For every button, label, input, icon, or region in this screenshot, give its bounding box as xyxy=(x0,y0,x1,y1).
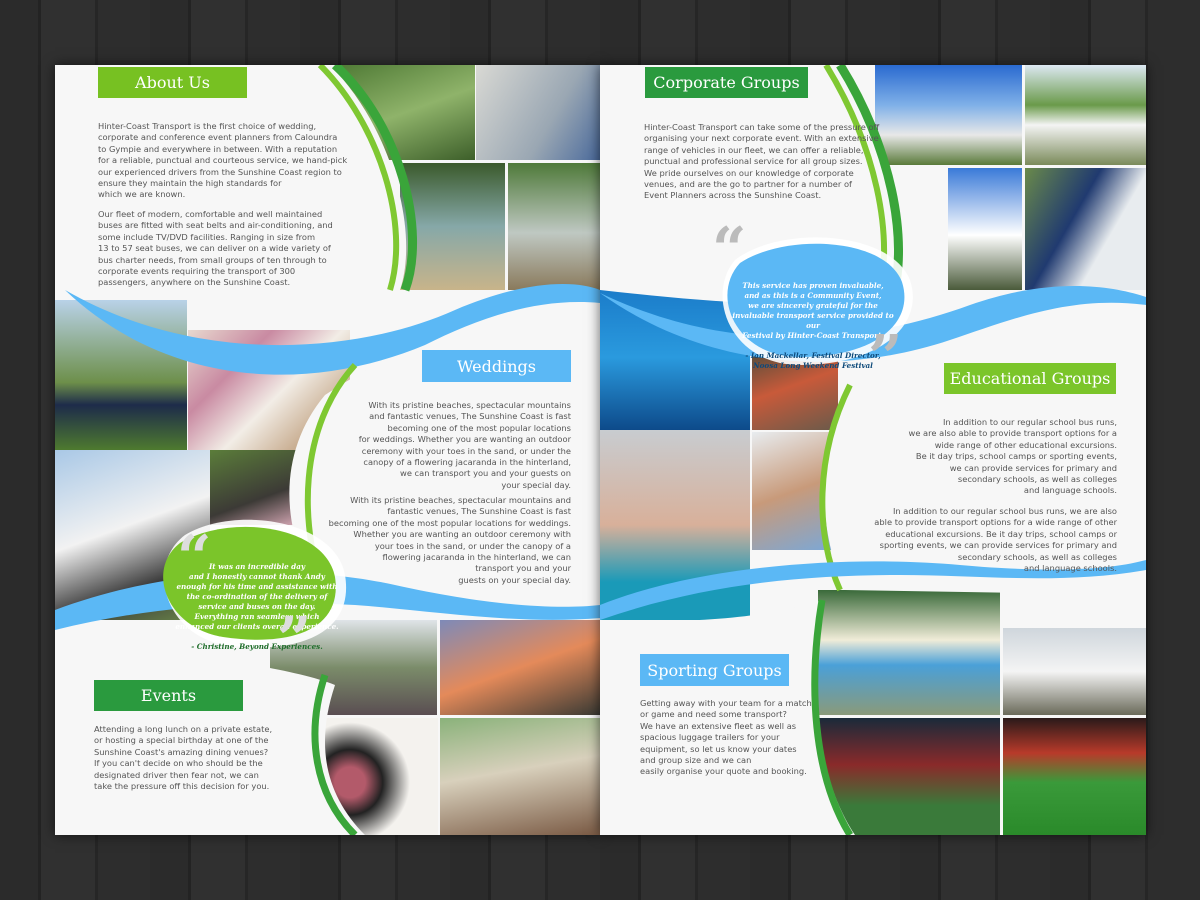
events-paragraph: Attending a long lunch on a private esta… xyxy=(94,724,273,792)
sporting-groups-heading: Sporting Groups xyxy=(640,654,789,686)
educational-groups-paragraph-2: In addition to our regular school bus ru… xyxy=(874,506,1117,574)
quote-attribution: - Ian Mackellar, Festival Director, Noos… xyxy=(745,351,881,370)
photo-golf-carts-group xyxy=(818,590,1000,715)
photo-coach-at-venue xyxy=(1003,628,1146,715)
quote-mark-close-icon: ” xyxy=(277,605,312,675)
right-page: Corporate Groups Hinter-Coast Transport … xyxy=(600,65,1146,835)
sporting-groups-paragraph: Getting away with your team for a match … xyxy=(640,698,812,777)
left-page: About Us Hinter-Coast Transport is the f… xyxy=(55,65,600,835)
corporate-groups-paragraph: Hinter-Coast Transport can take some of … xyxy=(644,122,880,201)
weddings-paragraph-2: With its pristine beaches, spectacular m… xyxy=(328,495,571,585)
photo-outdoor-lunch xyxy=(440,718,600,835)
photo-sunset-venue xyxy=(440,620,600,715)
quote-text: It was an incredible day and I honestly … xyxy=(175,562,339,631)
educational-groups-paragraph-1: In addition to our regular school bus ru… xyxy=(908,417,1117,496)
about-us-paragraph-1: Hinter-Coast Transport is the first choi… xyxy=(98,121,348,200)
corporate-groups-heading: Corporate Groups xyxy=(645,67,808,98)
quote-mark-icon: “ xyxy=(712,215,747,285)
quote-attribution: - Christine, Beyond Experiences. xyxy=(191,642,323,651)
about-us-paragraph-2: Our fleet of modern, comfortable and wel… xyxy=(98,209,333,288)
quote-mark-icon: “ xyxy=(177,523,212,593)
photo-bus-driver xyxy=(476,65,600,160)
left-page-swooshes xyxy=(55,65,600,835)
photo-bus-fleet xyxy=(508,163,600,290)
about-us-heading: About Us xyxy=(98,67,247,98)
testimonial-quote: It was an incredible day and I honestly … xyxy=(167,552,347,652)
educational-groups-heading: Educational Groups xyxy=(944,363,1116,394)
testimonial-quote: This service has proven invaluable, and … xyxy=(728,271,898,371)
photo-white-coach xyxy=(1025,65,1146,165)
photo-palm-building xyxy=(875,65,1022,165)
photo-bus-passengers xyxy=(948,168,1022,290)
weddings-heading: Weddings xyxy=(422,350,571,382)
photo-stadium-field xyxy=(1003,718,1146,835)
photo-stadium-crowd xyxy=(818,718,1000,835)
photo-beach-palm xyxy=(400,163,505,290)
events-heading: Events xyxy=(94,680,243,711)
quote-mark-close-icon: ” xyxy=(868,323,903,393)
photo-driver-with-bus xyxy=(1025,168,1146,290)
quote-text: This service has proven invaluable, and … xyxy=(732,281,894,340)
weddings-paragraph-1: With its pristine beaches, spectacular m… xyxy=(358,400,571,490)
